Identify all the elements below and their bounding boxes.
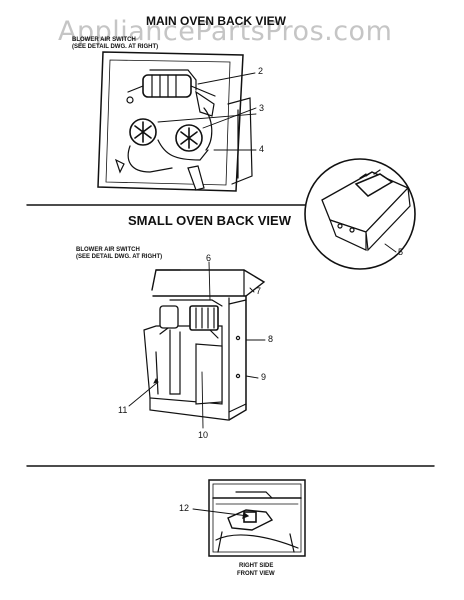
small-oven-switch-note: BLOWER AIR SWITCH [76,247,140,253]
callout-4: 4 [259,144,265,154]
callout-6: 6 [206,253,212,263]
main-oven-switch-note-detail: (SEE DETAIL DWG. AT RIGHT) [72,44,159,50]
main-oven-switch-note: BLOWER AIR SWITCH [72,37,136,43]
callout-8: 8 [268,334,274,344]
main-oven-title: MAIN OVEN BACK VIEW [146,14,287,28]
small-oven-leader-lines [128,261,266,429]
main-oven-wiring [114,107,213,191]
right-side-label: RIGHT SIDE [239,563,274,569]
main-oven-leader-lines [157,72,257,151]
small-oven-switch-note-detail: (SEE DETAIL DWG. AT RIGHT) [76,254,163,260]
small-oven-blower-assembly [159,299,223,339]
callout-10: 10 [198,430,209,440]
callout-11: 11 [118,405,128,415]
callout-5: 5 [398,247,404,257]
main-oven-connector-3a [129,118,157,146]
right-side-front-view [192,479,306,557]
small-oven-cabinet [151,269,266,421]
callout-2: 2 [258,66,264,76]
air-switch-detail-circle [304,158,416,270]
main-oven-back-panel [97,51,244,192]
callout-9: 9 [261,372,267,382]
callout-7: 7 [256,286,262,296]
main-oven-duct [227,97,253,185]
callout-12: 12 [179,503,190,513]
front-view-label: FRONT VIEW [237,571,275,577]
small-oven-title: SMALL OVEN BACK VIEW [128,213,291,228]
watermark-text: AppliancePartsPros.com [58,16,393,47]
callout-3: 3 [259,103,265,113]
main-oven-blower-motor [126,69,216,117]
main-oven-connector-3b [175,124,203,152]
